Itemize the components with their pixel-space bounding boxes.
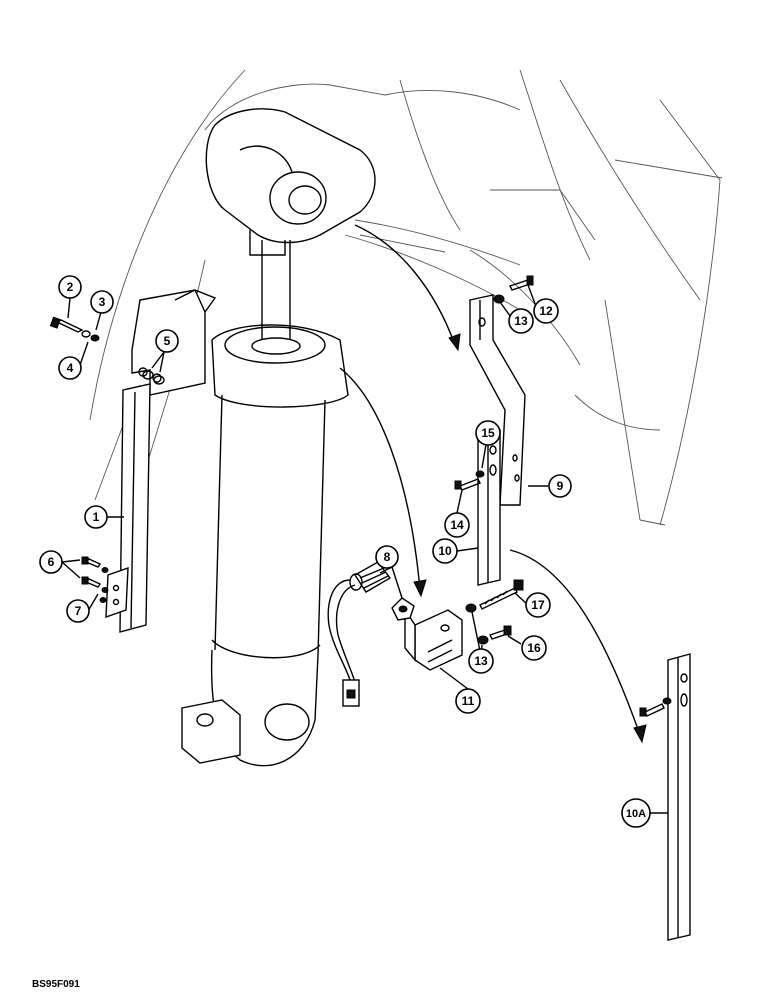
callout-13-upper: 13 xyxy=(508,308,534,334)
callout-10A-label: 10A xyxy=(626,808,646,820)
callout-15: 15 xyxy=(475,420,501,446)
callout-10-label: 10 xyxy=(438,544,452,558)
location-arrows xyxy=(339,224,647,744)
callout-1-label: 1 xyxy=(93,510,100,524)
callout-17: 17 xyxy=(525,592,551,618)
callout-4-label: 4 xyxy=(67,361,74,375)
bar-part-10 xyxy=(477,429,501,586)
callout-6-label: 6 xyxy=(48,555,55,569)
callout-3: 3 xyxy=(90,290,114,314)
callout-3-label: 3 xyxy=(99,295,106,309)
callout-9: 9 xyxy=(548,474,572,498)
hardware-part-11 xyxy=(465,579,524,645)
sensor-part-8 xyxy=(327,561,415,707)
callout-12: 12 xyxy=(533,298,559,324)
hardware-part-9-10 xyxy=(454,275,534,491)
bracket-part-1 xyxy=(105,289,217,633)
hydraulic-cylinder xyxy=(181,240,349,767)
cylinder-clevis xyxy=(205,108,376,256)
callout-6: 6 xyxy=(39,550,63,574)
bar-part-10A xyxy=(639,653,691,941)
callout-1: 1 xyxy=(84,505,108,529)
callout-13-upper-label: 13 xyxy=(514,314,528,328)
callout-2: 2 xyxy=(58,275,82,299)
callout-9-label: 9 xyxy=(557,479,564,493)
callout-14: 14 xyxy=(444,512,470,538)
callout-10A: 10A xyxy=(621,798,651,828)
figure-code: BS95F091 xyxy=(32,979,80,990)
callout-15-label: 15 xyxy=(481,426,495,440)
callout-17-label: 17 xyxy=(531,598,545,612)
callout-8: 8 xyxy=(375,545,399,569)
callout-13-lower: 13 xyxy=(468,648,494,674)
callout-8-label: 8 xyxy=(384,550,391,564)
callout-11-label: 11 xyxy=(462,694,475,708)
callout-7-label: 7 xyxy=(75,604,82,618)
callout-12-label: 12 xyxy=(539,304,553,318)
callout-11: 11 xyxy=(455,688,481,714)
callout-2-label: 2 xyxy=(67,280,74,294)
loader-arm-outline xyxy=(89,69,723,526)
bracket-part-9 xyxy=(469,294,526,506)
callout-5-label: 5 xyxy=(164,334,171,348)
callout-4: 4 xyxy=(58,356,82,380)
callout-16-label: 16 xyxy=(527,641,541,655)
callout-16: 16 xyxy=(521,635,547,661)
hardware-part-1 xyxy=(49,316,165,603)
callout-14-label: 14 xyxy=(450,518,464,532)
callout-7: 7 xyxy=(66,599,90,623)
bracket-part-11 xyxy=(404,607,463,671)
callout-10: 10 xyxy=(432,538,458,564)
callout-5: 5 xyxy=(155,329,179,353)
callout-13-lower-label: 13 xyxy=(474,654,488,668)
